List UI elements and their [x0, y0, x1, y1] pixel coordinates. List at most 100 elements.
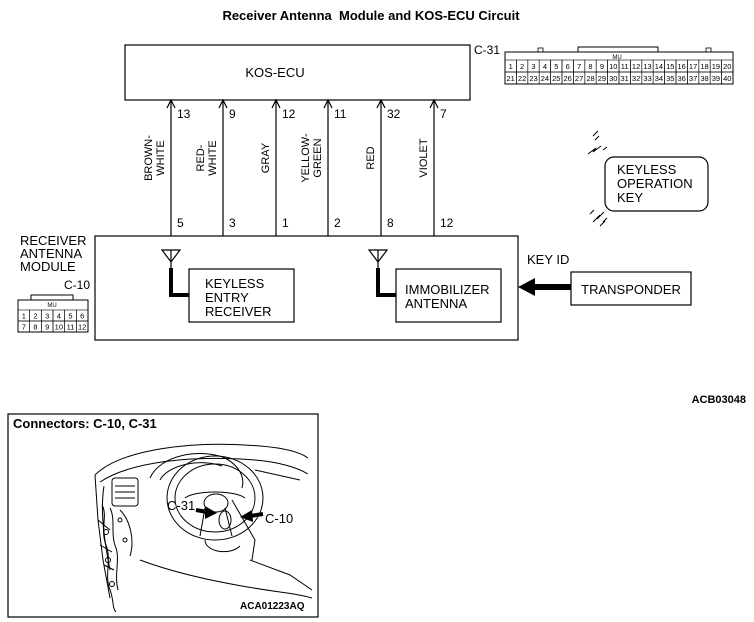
- kos-ecu-box: [124, 44, 471, 101]
- operation-key-line2: OPERATION: [617, 176, 693, 191]
- wire-color-label: WHITE: [207, 140, 219, 175]
- c10-pin-number: 4: [57, 312, 61, 321]
- c31-tab-label: MU: [612, 55, 621, 61]
- c10-pin-number: 6: [80, 312, 84, 321]
- c31-pin-number: 15: [666, 62, 674, 71]
- wireless-signal-icon-upper: [587, 130, 608, 155]
- c31-pin-number: 1: [509, 62, 513, 71]
- c31-pin-number: 29: [598, 74, 606, 83]
- c10-pin-number: 5: [68, 312, 72, 321]
- c10-tab-label: MU: [47, 303, 56, 309]
- c31-pin-number: 8: [588, 62, 592, 71]
- dashboard-illustration: [94, 443, 313, 613]
- wire-brown-white: 13 5 BROWN-WHITE: [143, 98, 191, 236]
- module-label-line1: RECEIVER: [20, 233, 86, 248]
- wire-color-label: GREEN: [312, 138, 324, 177]
- c31-pin-number: 12: [632, 62, 640, 71]
- keyless-receiver-line1: KEYLESS: [205, 276, 265, 291]
- wire-yellow-green: 11 2 YELLOW-GREEN: [300, 98, 347, 236]
- c10-pin-number: 1: [22, 312, 26, 321]
- c31-pin-number: 10: [609, 62, 617, 71]
- c31-pin-number: 5: [554, 62, 558, 71]
- keyless-antenna-symbol: [160, 249, 189, 297]
- c31-pin-number: 31: [621, 74, 629, 83]
- ecu-pin-number: 12: [282, 107, 296, 121]
- wire-group: 135BROWN-WHITE93RED-WHITE121GRAY112YELLO…: [143, 98, 454, 236]
- c10-callout-label: C-10: [265, 511, 293, 526]
- module-pin-number: 8: [387, 216, 394, 230]
- module-pin-number: 12: [440, 216, 454, 230]
- wire-color-label: RED-: [195, 144, 207, 171]
- c31-pin-number: 39: [712, 74, 720, 83]
- keyless-entry-receiver-box: [188, 268, 295, 323]
- wire-top-chevron: [323, 98, 333, 109]
- wire-color-label: BROWN-: [143, 135, 155, 181]
- c31-pin-number: 34: [655, 74, 663, 83]
- diagram-title: Receiver Antenna Module and KOS-ECU Circ…: [222, 8, 520, 23]
- c31-pin-number: 7: [577, 62, 581, 71]
- receiver-antenna-module-box: [94, 235, 519, 341]
- c10-pin-number: 9: [45, 323, 49, 332]
- c31-pin-number: 17: [689, 62, 697, 71]
- c31-pin-number: 3: [531, 62, 535, 71]
- c31-pin-number: 22: [518, 74, 526, 83]
- wire-top-chevron: [218, 98, 228, 109]
- c31-pin-number: 36: [678, 74, 686, 83]
- c10-pin-cell: [76, 320, 89, 333]
- c31-callout-label: C-31: [167, 498, 195, 513]
- wire-top-chevron: [429, 98, 439, 109]
- c31-callout-arrow: [195, 506, 217, 519]
- module-pin-number: 5: [177, 216, 184, 230]
- module-pin-number: 2: [334, 216, 341, 230]
- c31-pin-number: 14: [655, 62, 663, 71]
- operation-key-line1: KEYLESS: [617, 162, 677, 177]
- c31-pin-number: 28: [586, 74, 594, 83]
- c31-pin-number: 18: [700, 62, 708, 71]
- keyless-operation-key-box: [604, 156, 709, 212]
- c31-pin-number: 16: [678, 62, 686, 71]
- c31-pin-number: 21: [507, 74, 515, 83]
- c31-pin-number: 25: [552, 74, 560, 83]
- c31-pin-number: 19: [712, 62, 720, 71]
- module-label-line2: ANTENNA: [20, 246, 82, 261]
- c31-pin-number: 24: [541, 74, 549, 83]
- wire-color-label: YELLOW-: [300, 133, 312, 183]
- immobilizer-line2: ANTENNA: [405, 296, 467, 311]
- c31-pin-number: 37: [689, 74, 697, 83]
- kos-ecu-label: KOS-ECU: [245, 65, 304, 80]
- c31-connector-label: C-31: [474, 43, 500, 57]
- operation-key-line3: KEY: [617, 190, 643, 205]
- c31-pin-number: 11: [621, 62, 629, 71]
- c31-pin-number: 27: [575, 74, 583, 83]
- transponder-box: [570, 271, 692, 306]
- wire-color-label: WHITE: [155, 140, 167, 175]
- c31-pin-number: 33: [643, 74, 651, 83]
- ecu-pin-number: 13: [177, 107, 191, 121]
- c10-pin-number: 7: [22, 323, 26, 332]
- immobilizer-antenna-symbol: [367, 249, 396, 297]
- wire-top-chevron: [271, 98, 281, 109]
- figure-code-top: ACB03048: [692, 394, 746, 406]
- c31-pin-number: 4: [543, 62, 547, 71]
- connectors-panel-title: Connectors: C-10, C-31: [13, 416, 157, 431]
- c31-pin-number: 30: [609, 74, 617, 83]
- wire-color-label: GRAY: [260, 142, 272, 173]
- c31-pin-number: 26: [564, 74, 572, 83]
- c31-pin-number: 9: [600, 62, 604, 71]
- c31-pin-number: 20: [723, 62, 731, 71]
- c31-pin-number: 6: [566, 62, 570, 71]
- c31-pin-number: 40: [723, 74, 731, 83]
- wire-color-label: VIOLET: [418, 138, 430, 177]
- keyless-receiver-line2: ENTRY: [205, 290, 249, 305]
- c10-connector-label: C-10: [64, 278, 90, 292]
- wire-color-label: RED: [365, 146, 377, 169]
- ecu-pin-number: 7: [440, 107, 447, 121]
- ecu-pin-number: 11: [334, 107, 347, 121]
- c10-pin-number: 11: [67, 323, 75, 332]
- wire-top-chevron: [376, 98, 386, 109]
